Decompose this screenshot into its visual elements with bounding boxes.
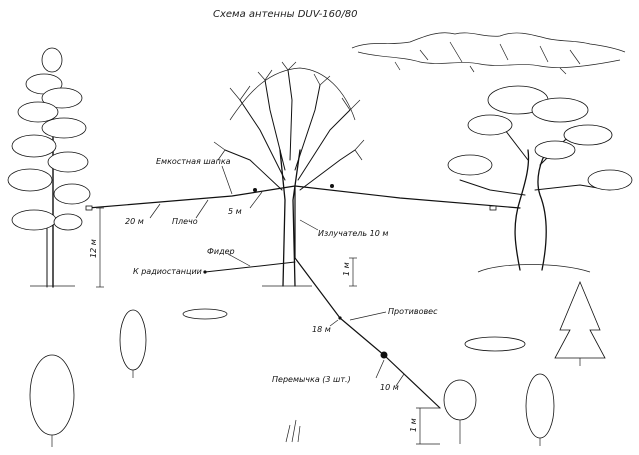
radio-connector	[203, 270, 207, 274]
pine-tree-icon	[7, 47, 91, 288]
feeder-cable	[204, 261, 296, 273]
dimension-lines	[96, 207, 440, 445]
insulator-right	[489, 205, 497, 211]
capacity-hat-label: Емкостная шапка	[156, 157, 231, 166]
arm-label: Плечо	[172, 217, 198, 226]
jumper-label: Перемычка (3 шт.)	[272, 375, 351, 384]
counterpoise-node	[338, 316, 342, 320]
diagram-title: Схема антенны DUV-160/80	[213, 9, 357, 20]
feeder-label: Фидер	[207, 247, 235, 256]
antenna-wires	[85, 184, 521, 409]
left-arm-wire	[87, 185, 296, 209]
counterpoise-wire	[294, 257, 441, 409]
deciduous-tree-icon	[213, 61, 365, 287]
junction-right	[330, 184, 334, 188]
oak-tree-icon	[447, 85, 633, 273]
insulator-left	[85, 205, 93, 211]
right-arm-wire	[294, 185, 521, 209]
len-18-label: 18 м	[312, 325, 331, 334]
mountains-icon	[351, 32, 626, 75]
jumper-node	[380, 351, 388, 359]
leader-lines	[149, 165, 405, 387]
height-12-label: 12 м	[89, 239, 98, 258]
junction-left	[253, 188, 257, 192]
len-20-label: 20 м	[125, 217, 144, 226]
height-1-top-label: 1 м	[342, 262, 351, 276]
shrubs-icon	[29, 280, 606, 447]
len-10-label: 10 м	[380, 383, 399, 392]
to-radio-label: К радиостанции	[133, 267, 202, 276]
radiator-label: Излучатель 10 м	[318, 229, 388, 238]
counterpoise-label: Противовес	[388, 307, 438, 316]
height-1-bottom-label: 1 м	[409, 418, 418, 432]
len-5-label: 5 м	[228, 207, 242, 216]
